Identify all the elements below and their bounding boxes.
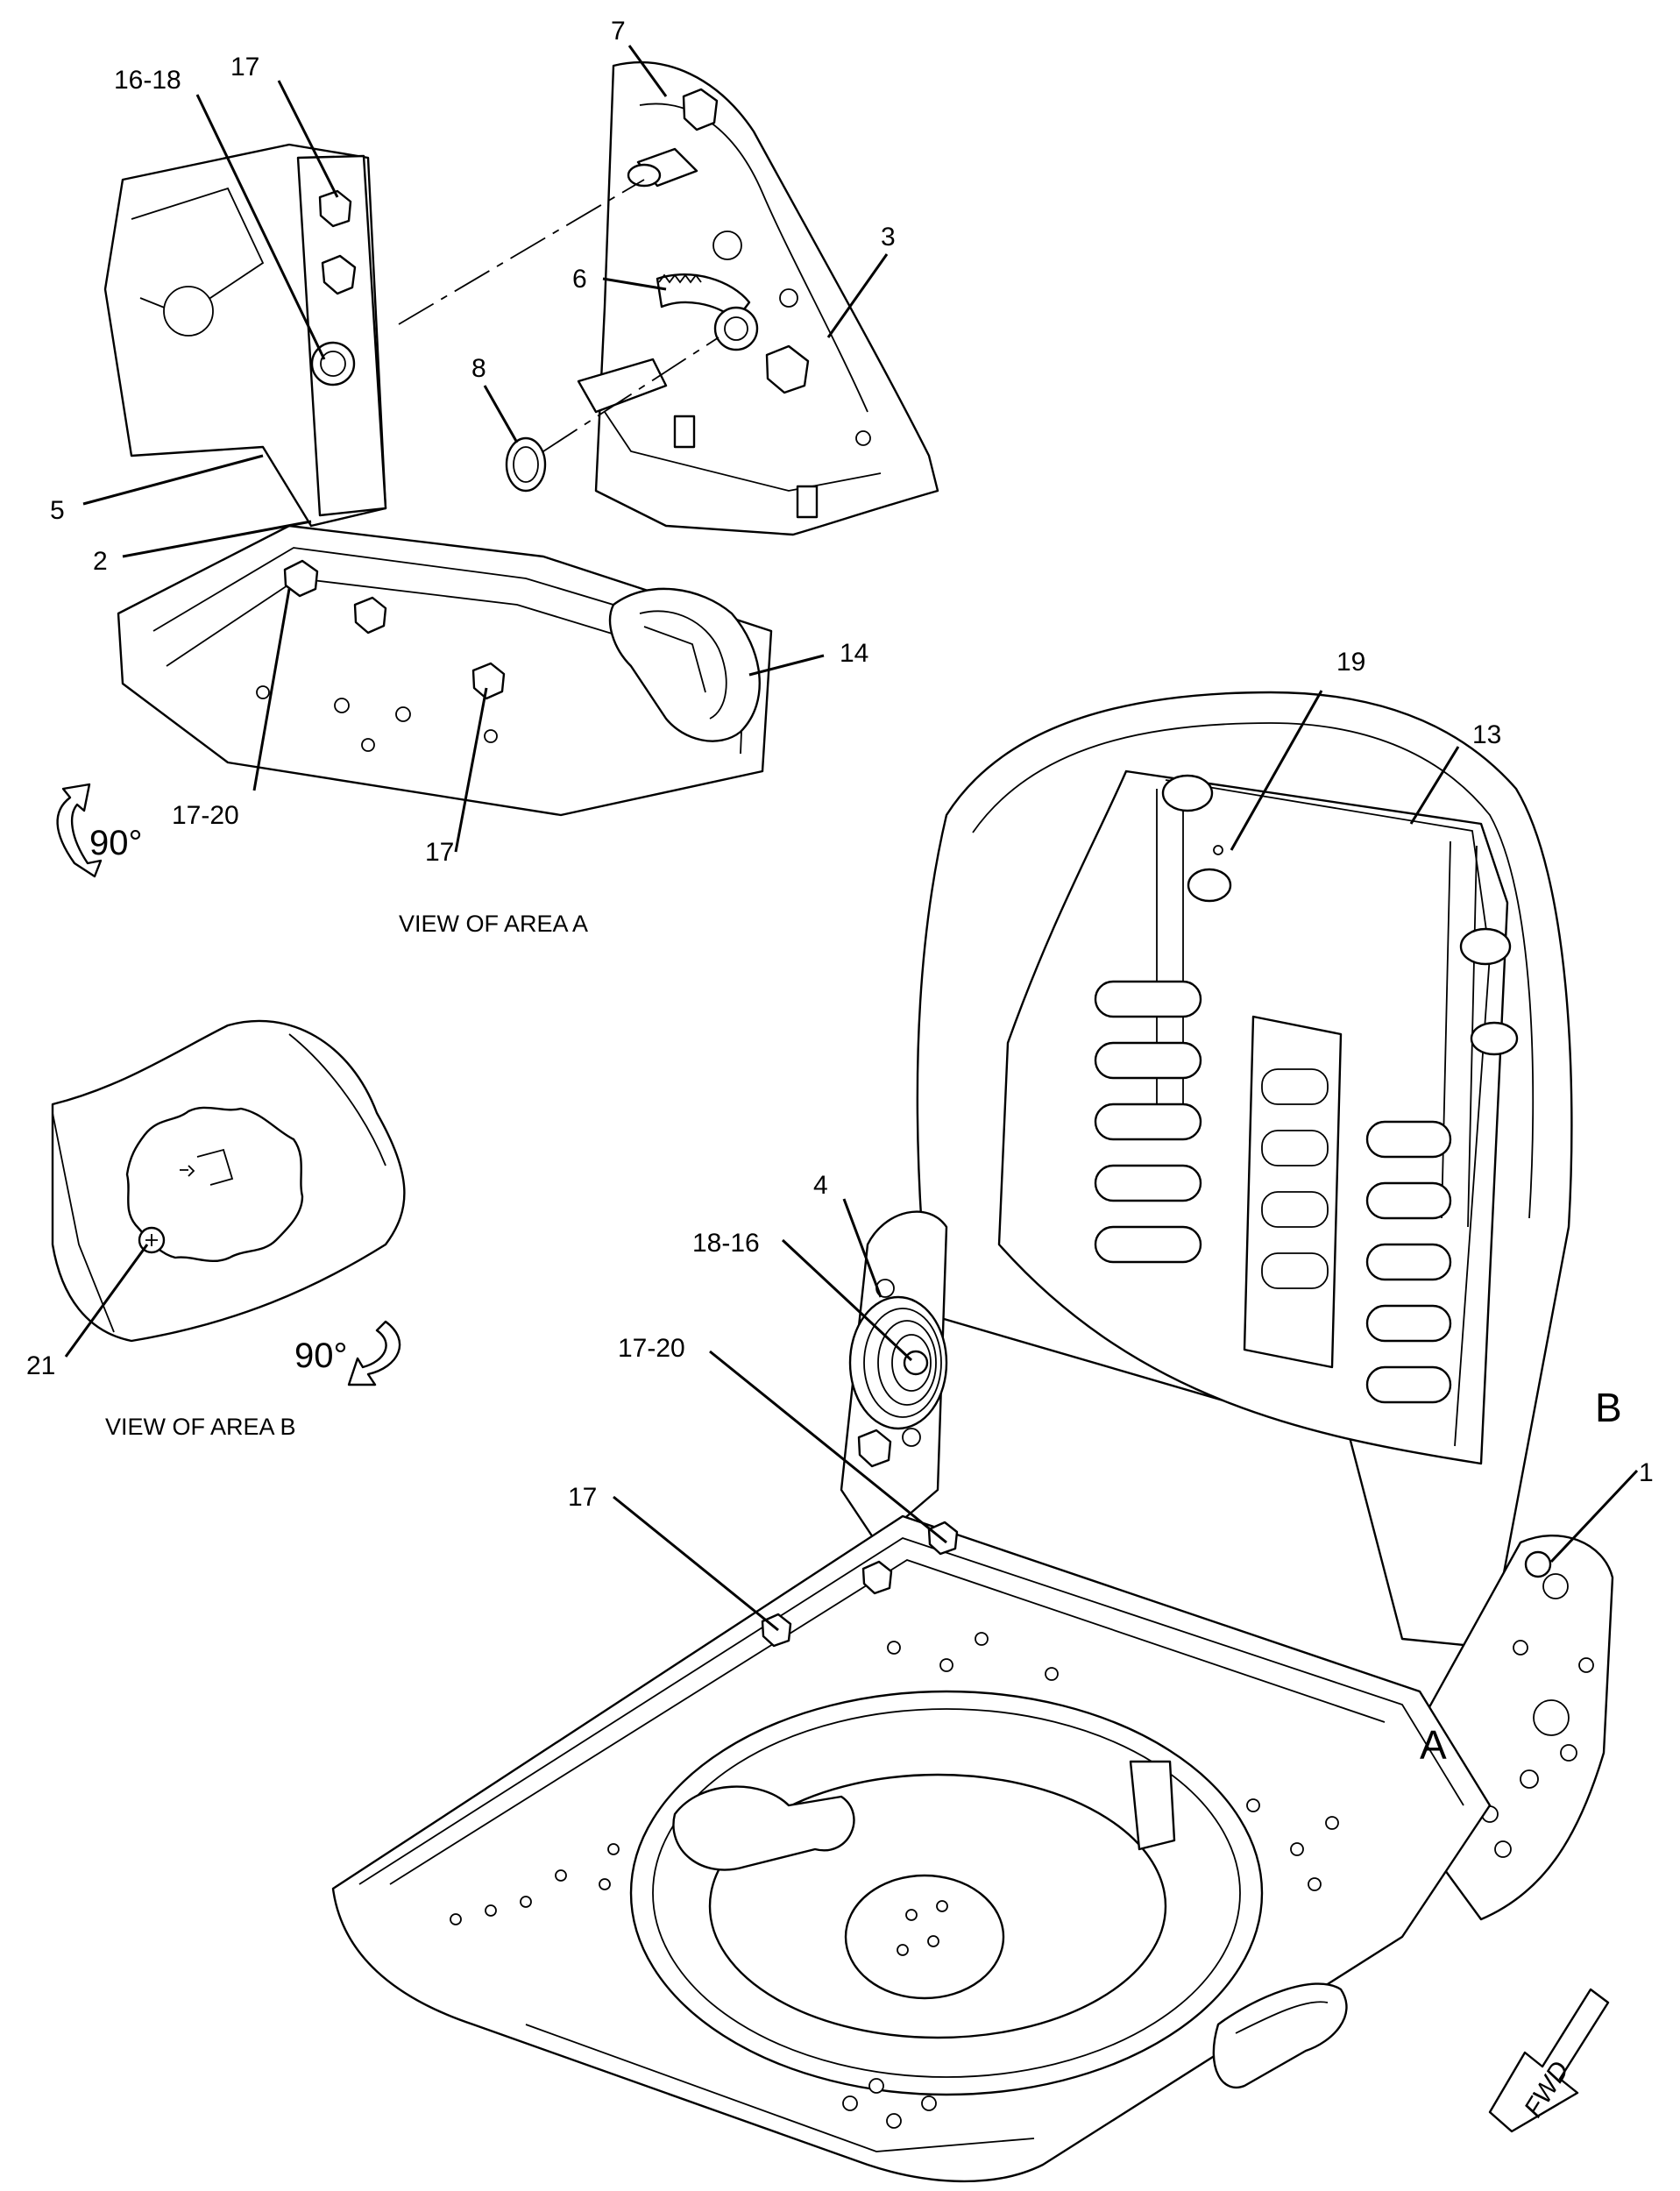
rotate-arrow-icon <box>56 783 103 878</box>
callout-1: 1 <box>1639 1458 1654 1487</box>
main-seat-assembly <box>331 690 1639 2183</box>
callout-17-20-area-a: 17-20 <box>172 801 239 830</box>
callout-13: 13 <box>1472 720 1501 749</box>
callout-6: 6 <box>572 265 587 294</box>
callout-17-top: 17 <box>230 53 259 82</box>
fwd-arrow-icon <box>1488 1988 1610 2133</box>
callout-17-20-main: 17-20 <box>618 1334 685 1363</box>
callout-17-main: 17 <box>568 1483 597 1512</box>
callout-17-area-a: 17 <box>425 838 454 867</box>
caption-view-area-a: VIEW OF AREA A <box>399 911 588 937</box>
caption-view-area-b: VIEW OF AREA B <box>105 1414 296 1440</box>
callout-19: 19 <box>1336 648 1365 677</box>
view-area-b <box>51 1019 406 1358</box>
callout-4: 4 <box>813 1171 828 1200</box>
view-area-a <box>82 45 939 853</box>
area-letter-a: A <box>1420 1722 1447 1768</box>
rotate-arrow-icon <box>347 1320 401 1386</box>
callout-16-18: 16-18 <box>114 66 181 95</box>
rotation-b: 90° <box>294 1337 348 1375</box>
callout-2: 2 <box>93 547 108 576</box>
area-letter-b: B <box>1595 1385 1622 1430</box>
callout-18-16: 18-16 <box>692 1229 760 1258</box>
callout-14: 14 <box>840 639 868 668</box>
callout-8: 8 <box>471 354 486 383</box>
rotation-a: 90° <box>89 824 143 862</box>
callout-3: 3 <box>881 223 896 252</box>
callout-21: 21 <box>26 1351 55 1380</box>
callout-7: 7 <box>611 17 626 46</box>
callout-5: 5 <box>50 496 65 525</box>
